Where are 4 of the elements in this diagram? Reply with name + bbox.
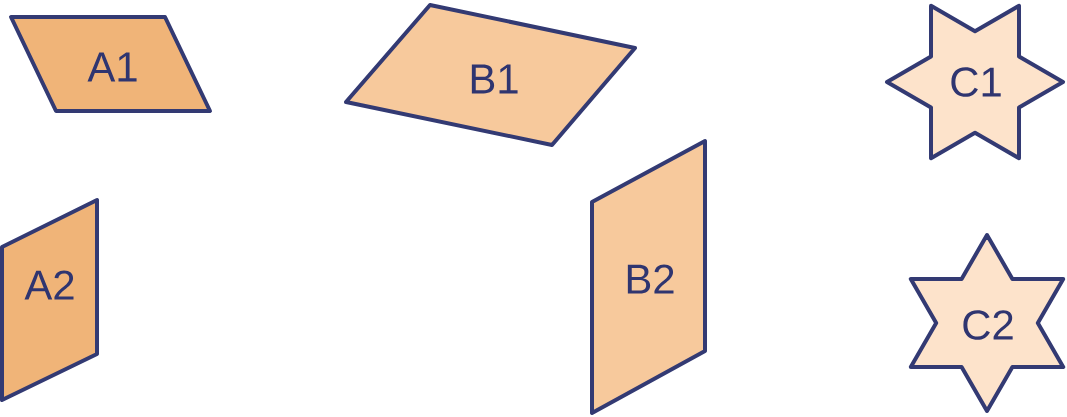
parallelogram: B2 — [590, 139, 707, 415]
parallelogram: B1 — [344, 3, 637, 147]
parallelogram: A2 — [0, 198, 99, 402]
parallelogram: A1 — [9, 15, 212, 113]
